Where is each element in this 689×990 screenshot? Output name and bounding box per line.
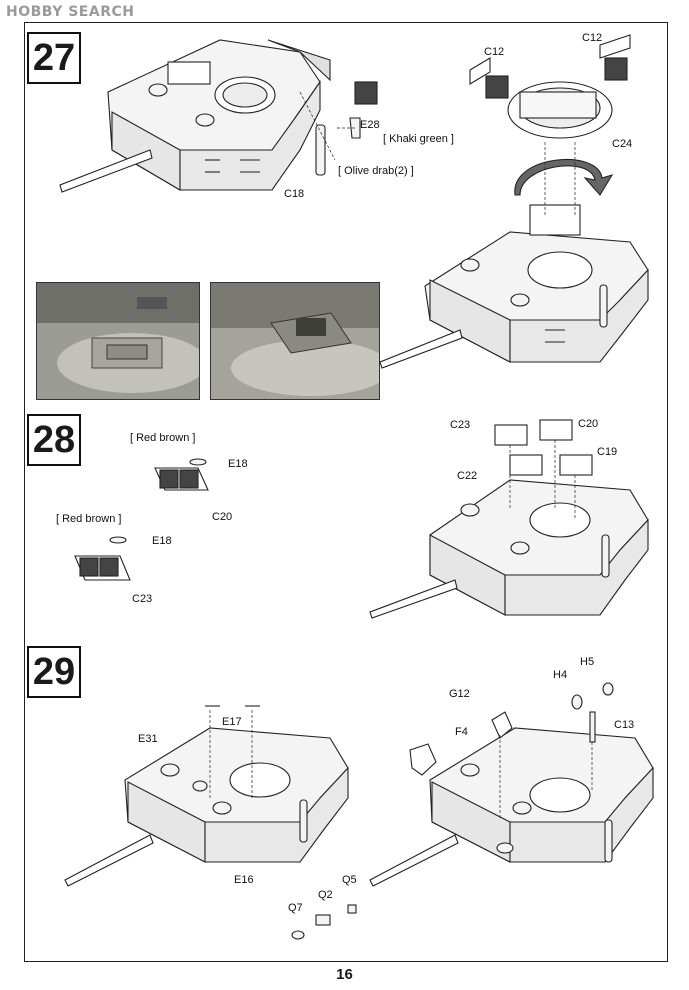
part-label-f4: F4 [455, 726, 468, 738]
step29-turret-right [369, 682, 654, 887]
part-label-e16: E16 [234, 874, 254, 886]
step-28-number: 28 [27, 414, 81, 466]
step29-turret-left [64, 705, 349, 887]
paint-olive-drab: [ Olive drab(2) ] [338, 165, 414, 177]
part-label-c12-right: C12 [582, 32, 603, 44]
reference-photo-2 [210, 282, 380, 400]
part-label-c24: C24 [612, 138, 633, 150]
part-label-q7: Q7 [288, 902, 303, 914]
part-label-e18-1: E18 [228, 458, 248, 470]
part-label-h4: H4 [553, 669, 568, 681]
part-label-q2: Q2 [318, 889, 333, 901]
step27-turret-assembled [379, 204, 649, 369]
watermark: HOBBY SEARCH [6, 4, 135, 20]
part-label-c20-1: C20 [212, 511, 233, 523]
reference-photo-1 [36, 282, 200, 400]
step27-turret [59, 39, 331, 193]
part-label-c23-1: C23 [132, 593, 153, 605]
page-frame [24, 22, 668, 962]
part-label-g12: G12 [449, 688, 470, 700]
part-label-c12-left: C12 [484, 46, 505, 58]
part-label-c23-2: C23 [450, 419, 471, 431]
part-label-c22: C22 [457, 470, 478, 482]
part-label-e18-2: E18 [152, 535, 172, 547]
part-label-e28: E28 [360, 119, 380, 131]
part-label-c18: C18 [284, 188, 305, 200]
part-label-c13: C13 [614, 719, 635, 731]
paint-red-brown-1: [ Red brown ] [130, 432, 196, 444]
step-29-number: 29 [27, 646, 81, 698]
part-label-q5: Q5 [342, 874, 357, 886]
paint-khaki-green: [ Khaki green ] [383, 133, 454, 145]
part-label-e31: E31 [138, 733, 158, 745]
part-label-e17: E17 [222, 716, 242, 728]
part-label-c20-2: C20 [578, 418, 599, 430]
page-number: 16 [336, 966, 353, 983]
part-label-h5: H5 [580, 656, 595, 668]
step-27-number: 27 [27, 32, 81, 84]
paint-red-brown-2: [ Red brown ] [56, 513, 122, 525]
part-label-c19: C19 [597, 446, 618, 458]
